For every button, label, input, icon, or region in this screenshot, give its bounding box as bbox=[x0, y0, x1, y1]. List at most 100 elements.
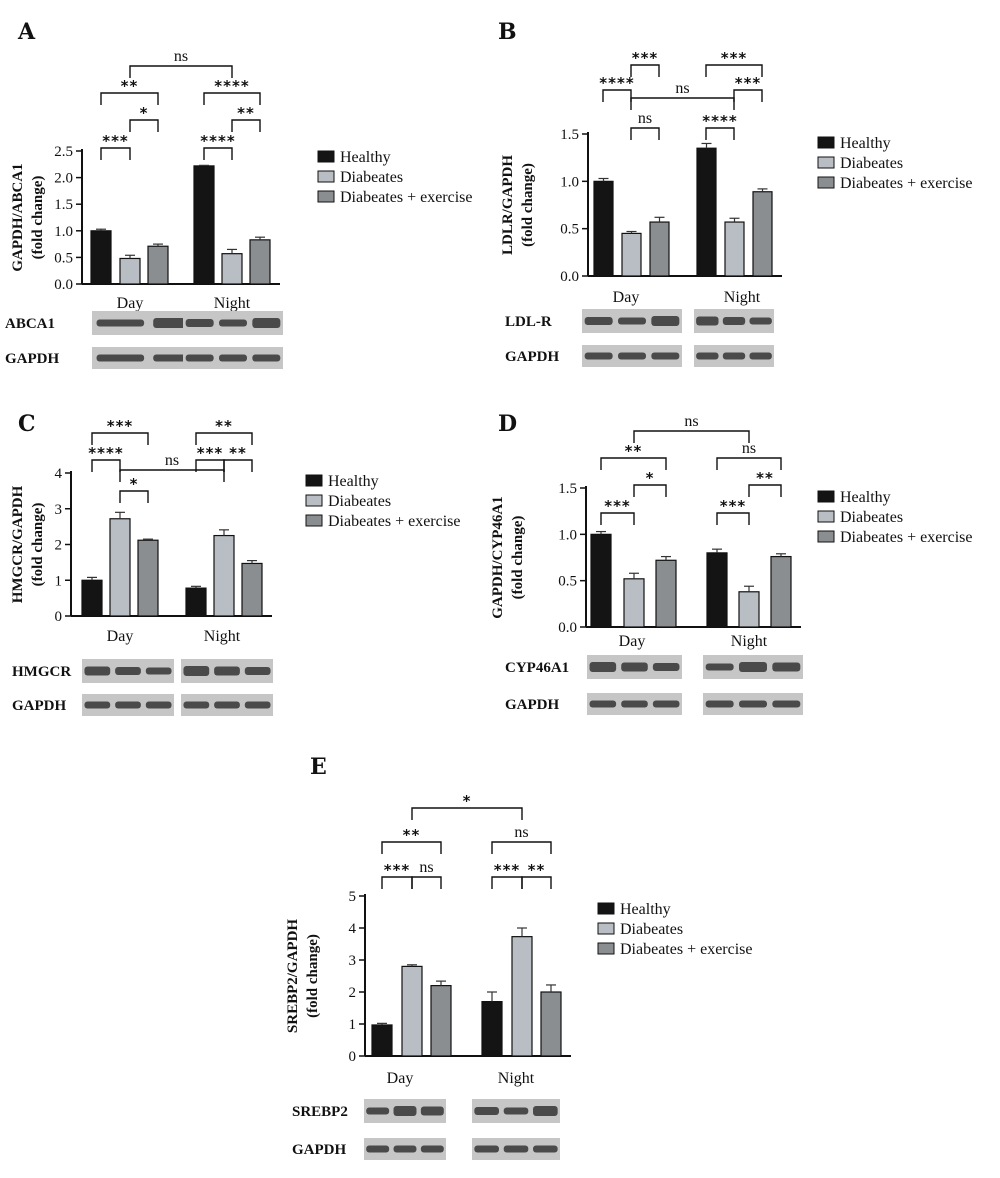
legend-label-b-1: Healthy bbox=[840, 135, 891, 152]
blot-band-b-2-2-3 bbox=[749, 352, 772, 360]
legend-label-d-2: Diabeates bbox=[840, 509, 903, 526]
blot-band-a-2-1-1 bbox=[96, 354, 145, 362]
significance-bracket-a-2 bbox=[100, 92, 159, 105]
blot-band-e-2-2-2 bbox=[503, 1145, 529, 1153]
blot-band-b-1-2-3 bbox=[749, 317, 772, 325]
x-category-label-b-day: Day bbox=[613, 289, 640, 306]
legend-label-d-1: Healthy bbox=[840, 489, 891, 506]
blot-band-b-1-2-2 bbox=[722, 317, 746, 325]
significance-label-d-2: ** bbox=[625, 442, 643, 460]
bar-b-day-2 bbox=[621, 232, 642, 277]
blot-band-d-1-2-3 bbox=[772, 662, 801, 672]
bar-e-day-2 bbox=[401, 965, 423, 1057]
significance-label-d-5: ns bbox=[742, 440, 756, 457]
y-tick-label-e-0: 0 bbox=[349, 1049, 357, 1065]
blot-band-b-2-2-1 bbox=[696, 352, 719, 360]
significance-label-b-3: **** bbox=[702, 112, 737, 130]
significance-bracket-d-4 bbox=[748, 484, 782, 497]
blot-band-d-2-1-1 bbox=[589, 700, 617, 708]
significance-label-a-0: *** bbox=[102, 132, 129, 150]
significance-label-d-0: *** bbox=[604, 497, 631, 515]
y-axis-title-d-2: (fold change) bbox=[510, 516, 526, 600]
significance-bracket-e-1 bbox=[411, 876, 442, 889]
bar-c-day-1 bbox=[81, 579, 103, 617]
significance-label-d-4: ** bbox=[756, 469, 774, 487]
bar-e-night-2 bbox=[511, 936, 533, 1057]
blot-band-d-1-2-1 bbox=[705, 663, 734, 671]
blot-band-b-2-1-3 bbox=[651, 352, 680, 360]
legend-swatch-d-2 bbox=[817, 510, 835, 523]
blot-band-e-1-2-3 bbox=[533, 1106, 558, 1116]
legend-swatch-c-3 bbox=[305, 514, 323, 527]
x-category-label-e-night: Night bbox=[498, 1070, 535, 1087]
significance-bracket-a-4 bbox=[231, 119, 261, 132]
significance-label-a-4: ** bbox=[237, 104, 255, 122]
legend-swatch-c-1 bbox=[305, 474, 323, 487]
blot-band-a-1-2-3 bbox=[252, 318, 281, 328]
blot-label-c-1: HMGCR bbox=[12, 664, 71, 680]
blot-band-a-2-2-1 bbox=[185, 354, 214, 362]
significance-bracket-d-2 bbox=[600, 457, 667, 470]
bar-c-night-3 bbox=[241, 562, 263, 617]
significance-label-a-2: ** bbox=[121, 77, 139, 95]
y-tick-label-e-1: 1 bbox=[349, 1017, 357, 1033]
bar-e-night-1 bbox=[481, 1000, 503, 1057]
x-category-label-c-night: Night bbox=[204, 628, 241, 645]
y-tick-label-d-2: 1.0 bbox=[558, 527, 577, 543]
significance-bracket-a-0 bbox=[100, 147, 131, 160]
significance-label-a-5: **** bbox=[214, 77, 249, 95]
blot-band-e-1-1-2 bbox=[393, 1106, 417, 1116]
significance-label-c-3: *** bbox=[197, 444, 224, 462]
significance-label-d-1: * bbox=[646, 469, 655, 487]
bar-b-night-1 bbox=[696, 147, 717, 277]
significance-label-c-4: ** bbox=[229, 444, 247, 462]
blot-band-b-1-1-2 bbox=[618, 317, 646, 325]
legend-label-d-3: Diabeates + exercise bbox=[840, 529, 973, 546]
legend-swatch-a-1 bbox=[317, 150, 335, 163]
y-tick-label-a-3: 1.5 bbox=[54, 197, 73, 213]
blot-band-e-1-1-1 bbox=[366, 1107, 390, 1115]
x-category-label-d-day: Day bbox=[619, 633, 646, 650]
bar-e-night-3 bbox=[540, 991, 562, 1057]
significance-bracket-e-4 bbox=[521, 876, 552, 889]
significance-bracket-b-1 bbox=[602, 89, 632, 102]
blot-band-b-2-1-1 bbox=[584, 352, 613, 360]
significance-label-e-1: ns bbox=[419, 859, 433, 876]
y-axis-title-e-1: SREBP2/GAPDH bbox=[285, 919, 301, 1034]
blot-band-d-1-2-2 bbox=[739, 662, 767, 672]
blot-band-e-1-2-1 bbox=[474, 1107, 499, 1115]
significance-bracket-d-6 bbox=[633, 430, 750, 443]
blot-band-c-1-2-3 bbox=[244, 667, 271, 675]
blot-band-c-1-1-2 bbox=[115, 667, 141, 675]
blot-band-d-2-1-2 bbox=[621, 700, 648, 708]
significance-label-e-6: * bbox=[463, 792, 472, 810]
blot-label-a-1: ABCA1 bbox=[5, 316, 55, 332]
blot-band-c-2-1-2 bbox=[115, 701, 141, 709]
blot-label-d-2: GAPDH bbox=[505, 697, 559, 713]
blot-band-a-2-2-2 bbox=[219, 354, 247, 362]
significance-bracket-b-0 bbox=[630, 127, 660, 140]
y-tick-label-b-2: 1.0 bbox=[560, 174, 579, 190]
blot-band-b-1-1-3 bbox=[651, 316, 680, 326]
significance-bracket-a-5 bbox=[203, 92, 261, 105]
y-tick-label-b-1: 0.5 bbox=[560, 222, 579, 238]
blot-band-c-2-1-1 bbox=[84, 701, 111, 709]
bar-e-day-3 bbox=[430, 984, 452, 1057]
bar-d-day-1 bbox=[590, 533, 612, 628]
blot-band-c-2-2-1 bbox=[183, 701, 210, 709]
blot-band-d-1-1-2 bbox=[621, 662, 648, 672]
significance-bracket-a-6 bbox=[129, 65, 233, 78]
blot-band-e-2-2-3 bbox=[533, 1145, 558, 1153]
legend-label-c-1: Healthy bbox=[328, 473, 379, 490]
blot-band-c-2-2-2 bbox=[214, 701, 240, 709]
y-tick-label-a-2: 1.0 bbox=[54, 224, 73, 240]
y-tick-label-a-0: 0.0 bbox=[54, 277, 73, 293]
bar-a-night-1 bbox=[193, 165, 215, 285]
legend-swatch-e-2 bbox=[597, 922, 615, 935]
y-tick-label-a-1: 0.5 bbox=[54, 250, 73, 266]
y-tick-label-e-4: 4 bbox=[349, 921, 357, 937]
